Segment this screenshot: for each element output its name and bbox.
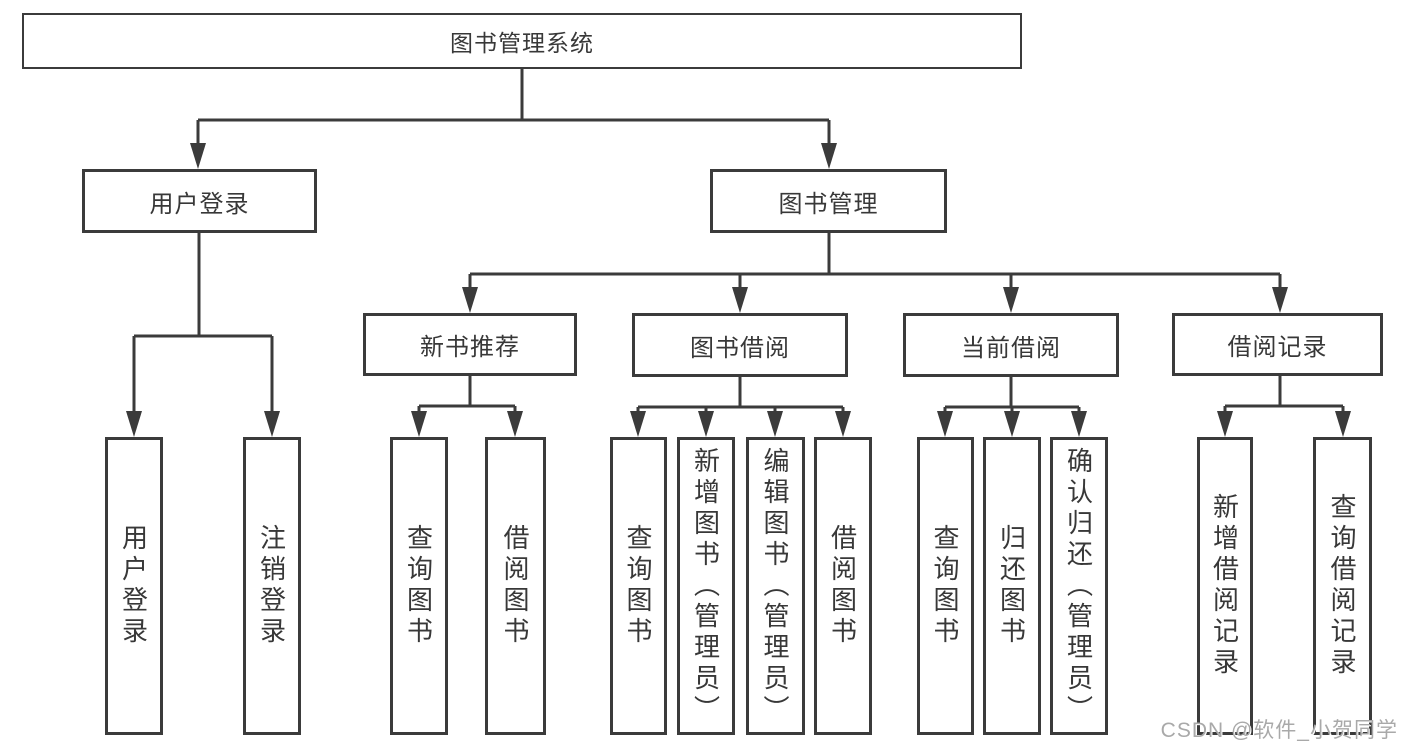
node-root-library-system: 图书管理系统 xyxy=(22,13,1022,69)
leaf-confirm-return-admin: 确认归还（管理员） xyxy=(1050,437,1108,735)
leaf-query-borrow-record: 查询借阅记录 xyxy=(1313,437,1372,735)
node-borrowing-records: 借阅记录 xyxy=(1172,313,1383,376)
leaf-query-books-current: 查询图书 xyxy=(917,437,974,735)
leaf-query-books-recommend: 查询图书 xyxy=(390,437,448,735)
node-new-book-recommend: 新书推荐 xyxy=(363,313,577,376)
leaf-edit-books-admin: 编辑图书（管理员） xyxy=(746,437,805,735)
leaf-borrow-books: 借阅图书 xyxy=(814,437,872,735)
leaf-borrow-books-recommend: 借阅图书 xyxy=(485,437,546,735)
leaf-query-books-borrowing: 查询图书 xyxy=(610,437,667,735)
leaf-user-login: 用户登录 xyxy=(105,437,163,735)
leaf-logout: 注销登录 xyxy=(243,437,301,735)
node-book-management: 图书管理 xyxy=(710,169,947,233)
csdn-watermark: CSDN @软件_小贺同学 xyxy=(1160,719,1398,742)
node-book-borrowing: 图书借阅 xyxy=(632,313,848,377)
node-user-login: 用户登录 xyxy=(82,169,317,233)
leaf-add-books-admin: 新增图书（管理员） xyxy=(677,437,735,735)
leaf-add-borrow-record: 新增借阅记录 xyxy=(1197,437,1253,735)
node-current-borrowing: 当前借阅 xyxy=(903,313,1119,377)
leaf-return-books: 归还图书 xyxy=(983,437,1041,735)
